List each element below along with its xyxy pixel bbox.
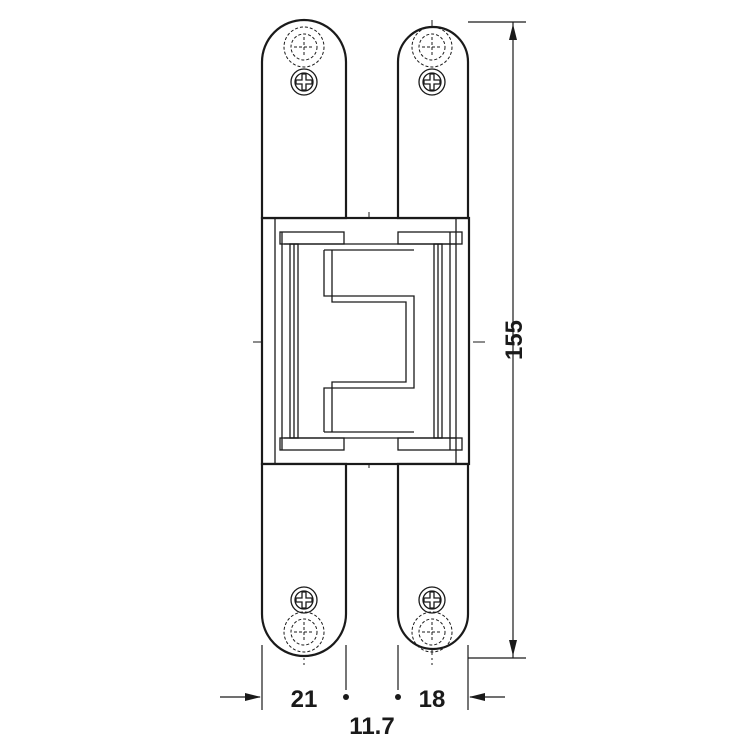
right-width-label: 18: [419, 686, 446, 713]
arrow-up-icon: [509, 24, 517, 40]
plate-top-left: [260, 18, 348, 220]
height-dimension: 155: [468, 21, 528, 659]
gap-label: 11.7: [349, 713, 394, 740]
hinge-body: [260, 216, 471, 466]
plate-bottom-right: [396, 462, 470, 653]
plate-top-right: [396, 25, 470, 220]
arrow-left-icon: [469, 693, 485, 701]
dot-icon: [343, 694, 349, 700]
width-dimensions: 21 11.7 18: [220, 645, 505, 740]
arrow-down-icon: [509, 640, 517, 656]
left-width-label: 21: [291, 686, 318, 713]
arrow-right-icon: [245, 693, 261, 701]
plate-bottom-left: [260, 462, 348, 658]
height-label: 155: [501, 320, 528, 360]
dot-icon: [395, 694, 401, 700]
